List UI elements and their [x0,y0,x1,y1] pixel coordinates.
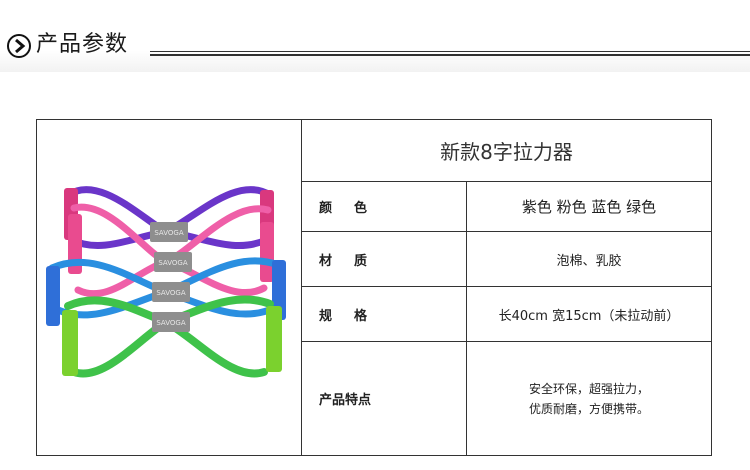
chevron-right-circle-icon [7,34,31,58]
spec-value-features: 安全环保，超强拉力， 优质耐磨，方便携带。 [467,342,711,455]
spec-value-size: 长40cm 宽15cm（未拉动前） [498,308,680,324]
spec-value-color: 紫色 粉色 蓝色 绿色 [521,198,657,216]
band-green [62,295,282,378]
product-name: 新款8字拉力器 [440,140,573,164]
spec-value-material: 泡棉、乳胶 [556,253,622,269]
brand-label: SAVOGA [156,289,186,297]
band-pink [68,203,274,298]
row-divider [301,231,711,232]
brand-label: SAVOGA [158,259,188,267]
foam-sleeves: SAVOGA SAVOGA SAVOGA SAVOGA [150,222,192,332]
spec-table: 新款8字拉力器 颜色 紫色 粉色 蓝色 绿色 材质 泡棉、乳胶 规格 长40cm… [36,119,712,456]
row-divider [301,181,711,182]
spec-label-material: 材质 [319,253,390,269]
image-column-divider [301,120,302,455]
row-divider [301,286,711,287]
header-rule-thick [150,54,750,56]
brand-label: SAVOGA [154,229,184,237]
section-header: 产品参数 [0,0,750,72]
row-divider [301,341,711,342]
spec-label-color: 颜色 [319,201,390,216]
section-title: 产品参数 [36,32,129,57]
label-column-divider [466,181,467,455]
product-image: SAVOGA SAVOGA SAVOGA SAVOGA [46,186,286,378]
spec-label-features: 产品特点 [319,393,372,408]
brand-label: SAVOGA [156,319,186,327]
spec-label-size: 规格 [319,308,390,324]
features-line-1: 安全环保，超强拉力， [528,381,649,396]
header-rule-thin [150,51,750,52]
features-line-2: 优质耐磨，方便携带。 [528,401,649,416]
